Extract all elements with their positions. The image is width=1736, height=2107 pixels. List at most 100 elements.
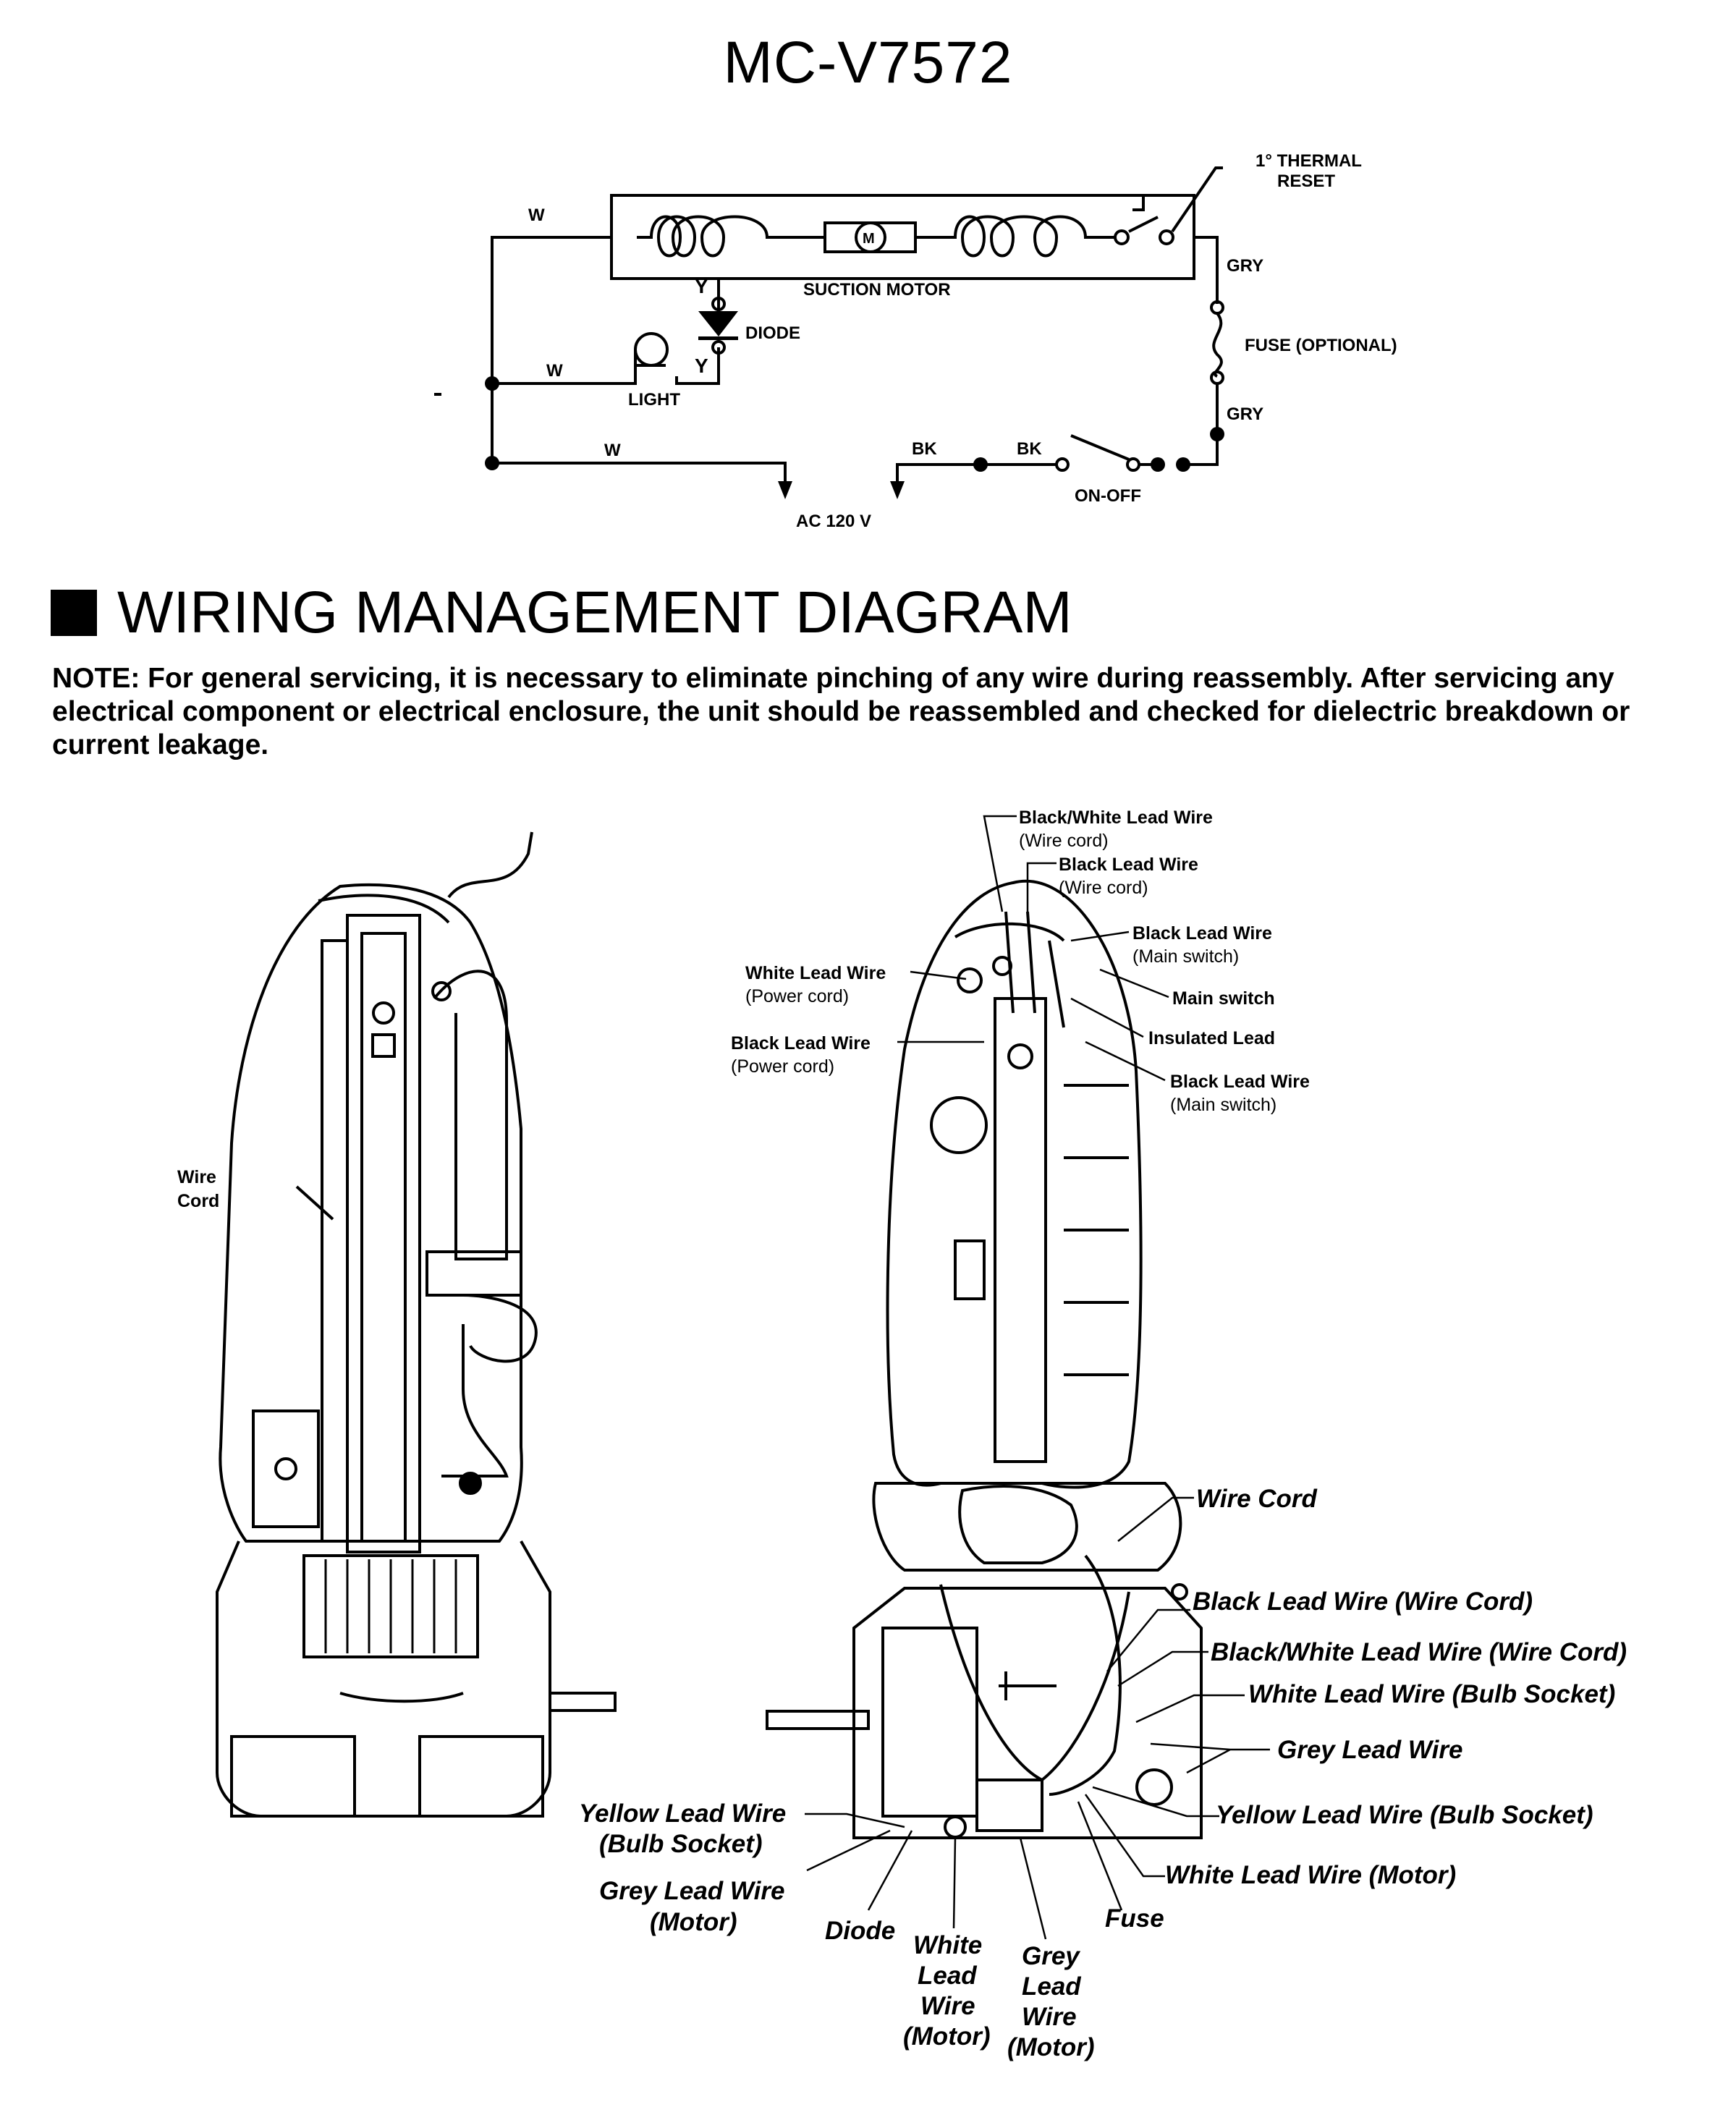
leader-fuse — [1077, 1801, 1123, 1911]
label-bw-lead-wc: Black/White Lead Wire (Wire Cord) — [1211, 1638, 1627, 1666]
label-suction-motor: SUCTION MOTOR — [803, 280, 951, 300]
leader-white-motor-r — [1084, 1794, 1165, 1878]
leader-white-motor — [952, 1837, 957, 1929]
label-gry-top: GRY — [1227, 256, 1263, 276]
left-bag-dock — [441, 1324, 509, 1478]
leader-yellow-bulb-r — [1092, 1786, 1219, 1818]
ac-arrow-w — [778, 481, 792, 499]
label-wire-cord-r: Wire Cord — [1196, 1485, 1318, 1513]
label-fuse: FUSE (OPTIONAL) — [1245, 336, 1397, 355]
thermal-pointer — [1171, 166, 1223, 233]
right-wire-cord-bundle — [1049, 1554, 1122, 1796]
label-bk-left: BK — [912, 439, 937, 459]
leader-diode — [867, 1830, 913, 1911]
label-grey-motor-2: Lead — [1022, 1972, 1081, 2001]
left-wheel-housing-left — [230, 1735, 356, 1818]
right-ribs — [1064, 1084, 1129, 1376]
right-top-leaders — [897, 815, 1169, 1082]
junction-6 — [973, 457, 988, 472]
leader-grey-lead — [1150, 1742, 1270, 1774]
label-white-motor-3: Wire — [920, 1992, 975, 2020]
coil-left — [637, 215, 825, 258]
leader-bw-lead — [983, 815, 1017, 912]
wire-grey-bottom — [1183, 383, 1219, 466]
left-body-outline — [219, 883, 523, 1543]
label-grey-motor-l2: (Motor) — [650, 1908, 737, 1936]
label-gry-bottom: GRY — [1227, 404, 1263, 424]
right-column-knob — [1007, 1043, 1033, 1069]
label-black-lead-2: (Wire cord) — [1059, 878, 1148, 898]
label-motor-m: M — [863, 231, 875, 247]
right-axle — [766, 1710, 870, 1730]
coil-right — [915, 215, 1114, 258]
junction-1 — [485, 376, 499, 391]
right-base-housing — [852, 1587, 1203, 1839]
right-bottom-leaders — [805, 1496, 1270, 1940]
label-white-power-2: (Power cord) — [745, 986, 849, 1006]
left-side-latch — [252, 1409, 320, 1528]
label-black-main-1: Black Lead Wire — [1132, 923, 1272, 944]
diode-bar — [698, 336, 738, 340]
label-white-motor-2: Lead — [918, 1962, 977, 1990]
right-hip-housing — [872, 1482, 1182, 1572]
left-column-inner — [360, 932, 407, 1543]
label-w-top: W — [528, 205, 545, 225]
label-black-main2-2: (Main switch) — [1170, 1095, 1276, 1115]
label-white-bulb: White Lead Wire (Bulb Socket) — [1248, 1680, 1615, 1708]
schematic-wires — [434, 166, 1224, 492]
junction-5 — [1151, 457, 1165, 472]
label-yellow-bulb-r: Yellow Lead Wire (Bulb Socket) — [1216, 1801, 1593, 1829]
label-white-power-1: White Lead Wire — [745, 963, 886, 983]
left-wheel-housing-right — [418, 1735, 544, 1818]
leader-grey-motor-l — [806, 1829, 891, 1872]
right-motor-can — [881, 1627, 978, 1818]
left-vacuum-view — [216, 831, 617, 1818]
label-grey-motor-1: Grey — [1022, 1942, 1080, 1970]
label-bw-lead-2: (Wire cord) — [1019, 831, 1109, 851]
left-base-curve — [339, 1692, 464, 1703]
right-body-outline — [886, 880, 1143, 1489]
left-axle — [549, 1692, 617, 1712]
label-grey-motor-l1: Grey Lead Wire — [599, 1877, 784, 1905]
left-elbow — [462, 1294, 538, 1363]
label-black-power-2: (Power cord) — [731, 1056, 834, 1077]
right-top-arch — [954, 922, 1065, 942]
label-diode: DIODE — [745, 323, 800, 343]
label-thermal-2: RESET — [1277, 171, 1335, 191]
wire-cord-pointer-left — [295, 1185, 334, 1221]
schematic-labels: W W W Y Y 1° THERMAL RESET SUCTION MOTOR… — [528, 151, 1397, 531]
diode-contact-bottom — [711, 340, 726, 355]
leader-black-lead — [1026, 862, 1057, 915]
thermal-bracket — [1132, 195, 1145, 211]
label-yellow-bulb-l1: Yellow Lead Wire — [579, 1799, 786, 1828]
leader-yellow-bulb-l — [805, 1813, 905, 1828]
right-dial — [930, 1096, 988, 1154]
right-lead-wires-top — [1004, 911, 1065, 1028]
label-fuse-r: Fuse — [1105, 1904, 1164, 1933]
leader-white-bulb — [1135, 1694, 1245, 1724]
left-filter-slats — [324, 1559, 457, 1653]
wire-grey-top — [1194, 236, 1219, 304]
label-wire-cord-1: Wire — [177, 1167, 216, 1187]
heading-square-icon — [51, 590, 97, 636]
model-title: MC-V7572 — [723, 30, 1013, 96]
label-thermal-1: 1° THERMAL — [1256, 151, 1362, 171]
wire-yellow-light — [675, 347, 720, 385]
label-y-light: Y — [695, 355, 708, 377]
label-insulated-lead: Insulated Lead — [1148, 1028, 1275, 1048]
label-main-switch: Main switch — [1172, 988, 1275, 1009]
left-knob — [372, 1001, 395, 1025]
left-column — [346, 914, 421, 1553]
left-hose — [433, 970, 508, 1260]
leader-insulated — [1070, 997, 1144, 1038]
leader-main-switch — [1099, 968, 1169, 999]
label-white-motor-1: White — [913, 1931, 982, 1959]
right-cord-clip — [957, 967, 983, 993]
right-vacuum-view — [766, 880, 1203, 1839]
junction-4 — [1176, 457, 1190, 472]
junction-3 — [1210, 427, 1224, 441]
left-view-labels: Wire Cord — [177, 1167, 219, 1211]
leader-black-main — [1070, 930, 1130, 942]
